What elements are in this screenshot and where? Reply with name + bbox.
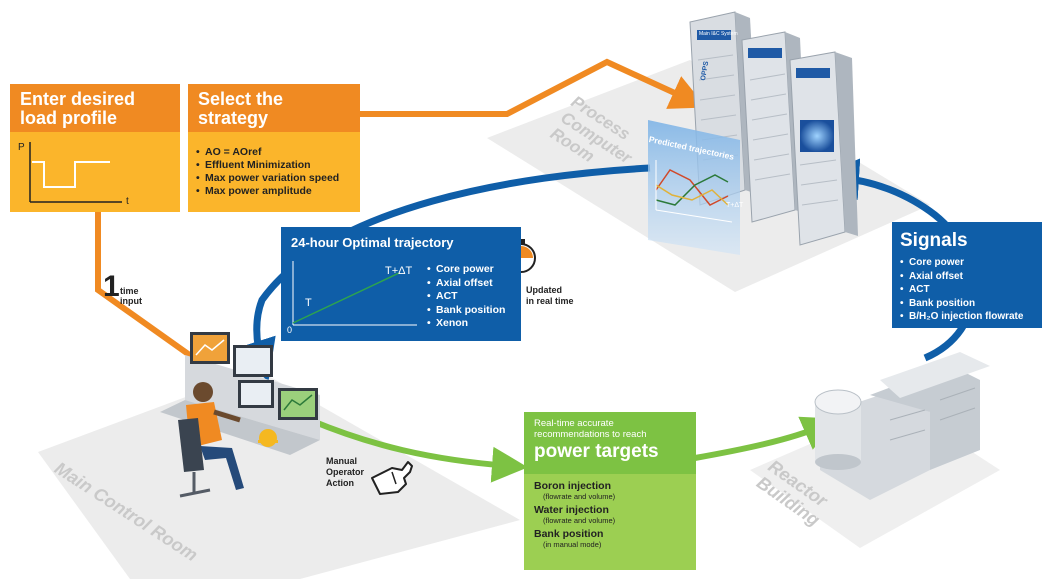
trajectory-item: Core power [427,263,505,277]
control-room-floor [38,370,520,579]
hand-cursor-icon [371,461,413,495]
recommendations-header: Real-time accurate recommendations to re… [524,412,696,474]
strategy-title: Select the strategy [198,89,284,128]
time-input-number: 1 [103,270,120,303]
recommendations-list: Boron injection (flowrate and volume) Wa… [534,480,615,549]
optimal-trajectory-chart [292,261,417,326]
server-cabinets [689,11,858,246]
load-profile-y-axis: P [18,142,25,153]
optimal-trajectory-list: Core power Axial offset ACT Bank positio… [427,263,505,331]
load-profile-header: Enter desired load profile [10,84,180,132]
trajectory-item: Axial offset [427,277,505,291]
trajectory-item: Xenon [427,317,505,331]
strategy-item: Max power variation speed [196,172,339,185]
recommendations-card: Real-time accurate recommendations to re… [524,412,696,570]
recommendation-name: Water injection [534,504,609,516]
strategy-item: Max power amplitude [196,185,339,198]
signals-item: ACT [900,283,1023,297]
time-input-line1: time [120,286,139,296]
recommendation-name: Boron injection [534,480,611,492]
signals-item: Bank position [900,297,1023,311]
updated-line2: in real time [526,296,574,306]
manual-action-line3: Action [326,478,354,488]
green-arrow-left [308,417,528,483]
updated-line1: Updated [526,285,562,295]
manual-action-line2: Operator [326,467,365,477]
recommendation-detail: (in manual mode) [543,540,602,549]
predicted-screen [648,120,740,255]
signals-item: Core power [900,256,1023,270]
trajectory-item: Bank position [427,304,505,318]
optimal-trajectory-title: 24-hour Optimal trajectory [291,235,454,250]
signals-list: Core power Axial offset ACT Bank positio… [900,256,1023,324]
operator [178,382,244,498]
recommendations-intro: Real-time accurate recommendations to re… [534,418,647,440]
trajectory-label-t-delta: T+ΔT [385,265,413,277]
strategy-item: AO = AOref [196,146,339,159]
trajectory-label-t: T [305,297,312,309]
recommendation-item: Water injection (flowrate and volume) [534,504,615,525]
strategy-header: Select the strategy [188,84,360,132]
recommendation-item: Bank position (in manual mode) [534,528,615,549]
signals-title: Signals [900,230,968,251]
trajectory-origin: 0 [287,325,293,335]
manual-action-line1: Manual [326,456,358,466]
trajectory-item: ACT [427,290,505,304]
signals-card: Signals Core power Axial offset ACT Bank… [892,222,1042,328]
time-input-line2: input [120,296,142,306]
green-arrow-right [694,416,839,461]
recommendation-detail: (flowrate and volume) [543,492,616,501]
orange-connector-top [360,58,707,117]
recommendation-item: Boron injection (flowrate and volume) [534,480,615,501]
recommendation-name: Bank position [534,528,604,540]
recommendations-title: power targets [534,441,659,462]
reactor-building [814,352,990,500]
predicted-label: T+ΔT [726,202,744,209]
load-profile-title: Enter desired load profile [20,89,136,128]
load-profile-x-axis: t [126,196,129,207]
signals-item: B/H₂O injection flowrate [900,310,1023,324]
recommendation-detail: (flowrate and volume) [543,516,616,525]
signals-item: Axial offset [900,270,1023,284]
strategy-list: AO = AOref Effluent Minimization Max pow… [196,146,339,198]
strategy-card: Select the strategy AO = AOref Effluent … [188,84,360,212]
server-label: Main I&C System [699,31,738,37]
load-profile-chart [29,142,122,203]
strategy-item: Effluent Minimization [196,159,339,172]
load-profile-card: Enter desired load profile P t [10,84,180,212]
optimal-trajectory-card: 24-hour Optimal trajectory T T+ΔT 0 Core… [281,227,521,341]
